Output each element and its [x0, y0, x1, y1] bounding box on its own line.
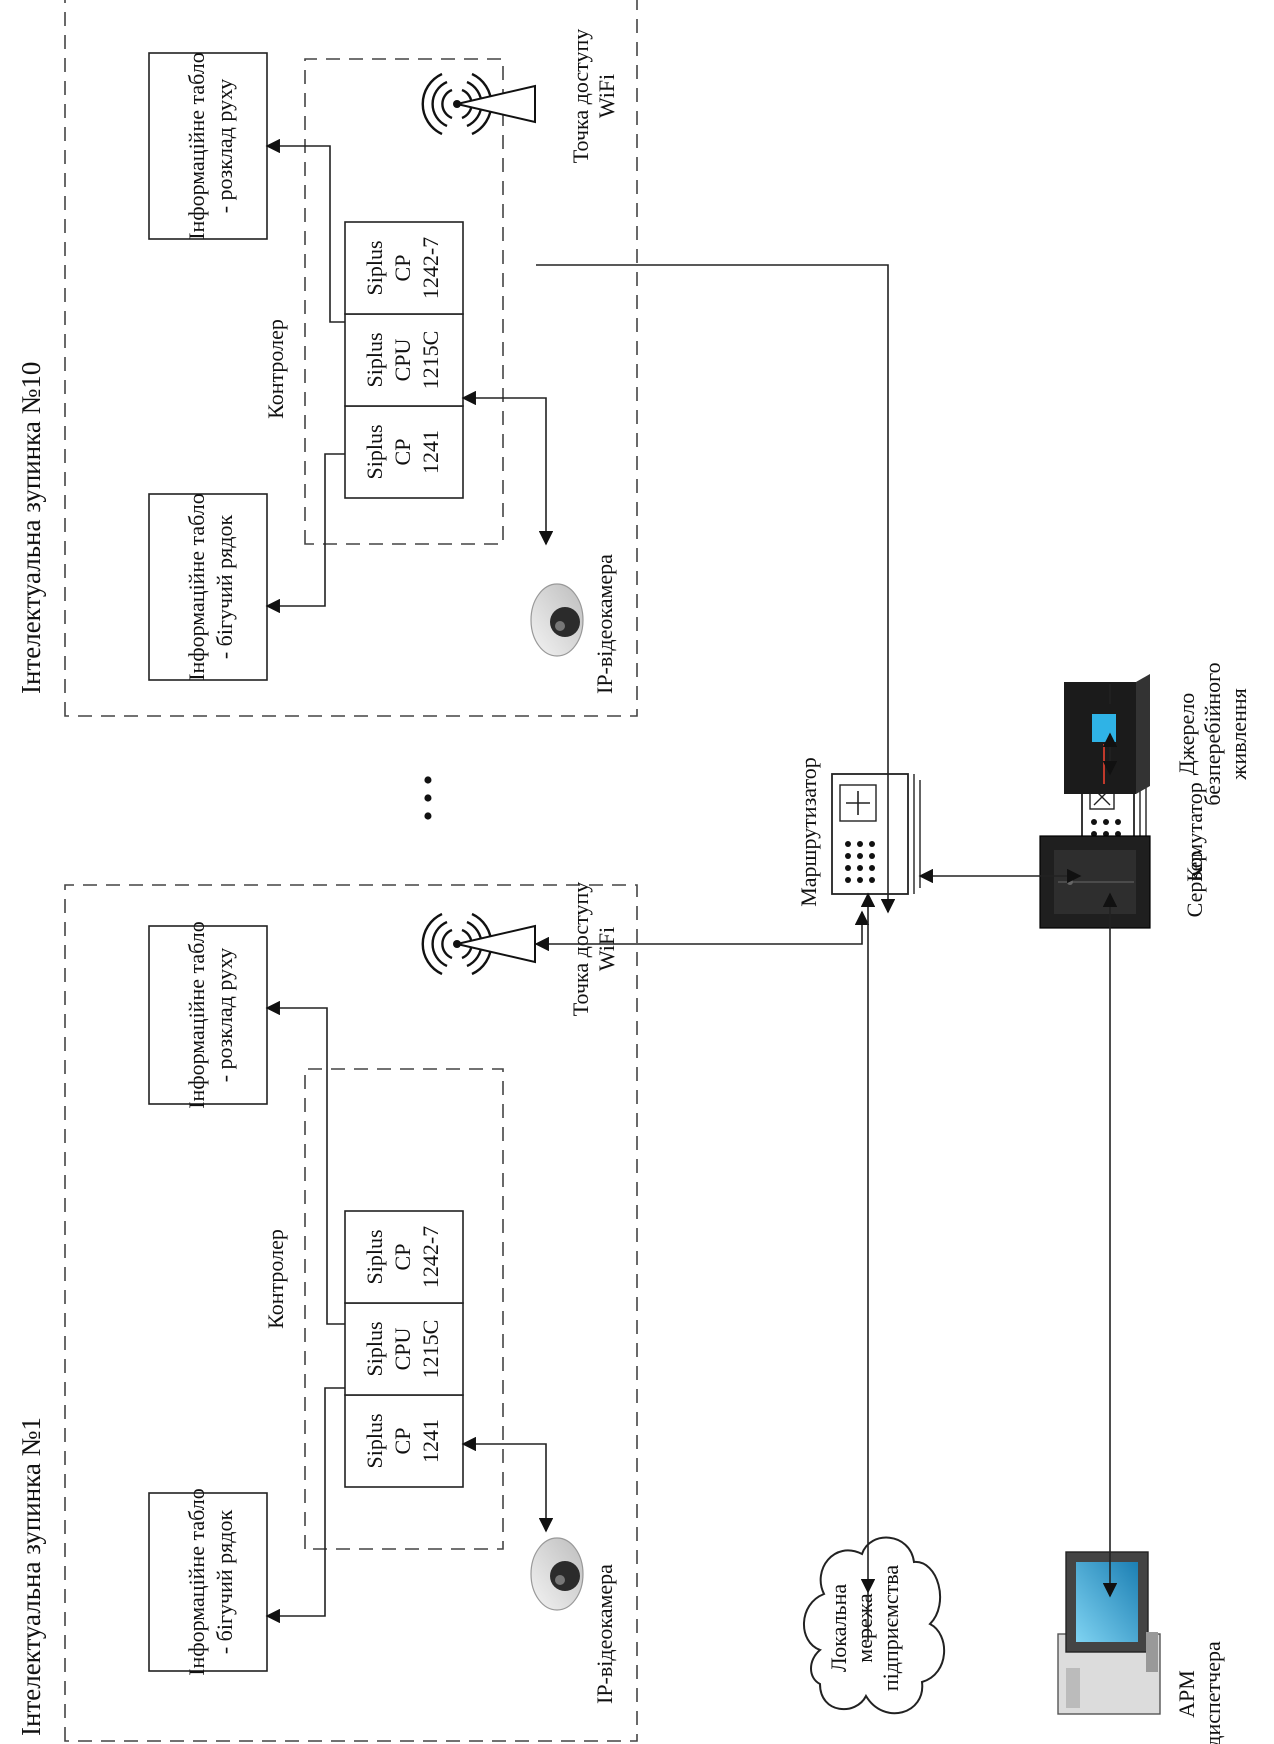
stop-10-wire-cpu-schedule [265, 138, 345, 323]
stop-1-wire-cpu-camera [461, 1436, 554, 1533]
router-icon [831, 773, 921, 895]
lan-label-3: підприємства [878, 1565, 903, 1691]
stop-10-module-cp1241: Siplus CP 1241 [344, 405, 464, 499]
svg-text:Інформаційне табло: Інформаційне табло [184, 52, 209, 240]
ups-icon [1064, 674, 1150, 794]
server-icon [1039, 835, 1151, 929]
svg-text:Siplus: Siplus [362, 1229, 387, 1284]
ups-label-2: безперебійного [1200, 662, 1225, 805]
stop-10-module-cpu1215c: Siplus CPU 1215C [344, 313, 464, 407]
stop-1: Інтелектуальна зупинка №1 Контролер Sipl… [16, 882, 638, 1742]
stop-1-camera-icon [530, 1537, 584, 1611]
stop-1-board-running-line: Інформаційне табло - бігучий рядок [148, 1488, 268, 1676]
stop-10-board-running-line: Інформаційне табло - бігучий рядок [148, 493, 268, 681]
stop-10-wire-cp1241-running [265, 453, 345, 614]
svg-text:CPU: CPU [390, 338, 415, 381]
svg-text:1242-7: 1242-7 [418, 237, 443, 299]
lan-label-2: мережа [852, 1593, 877, 1663]
svg-text:1215C: 1215C [418, 331, 443, 390]
stop-1-wire-cp1241-running [265, 1387, 345, 1624]
svg-text:CP: CP [390, 255, 415, 282]
svg-text:- бігучий рядок: - бігучий рядок [212, 1510, 237, 1655]
stop-10-boundary [64, 0, 638, 717]
svg-text:- розклад руху: - розклад руху [212, 948, 237, 1083]
stops-ellipsis: • • • [412, 775, 445, 822]
stop-10-camera-icon [530, 583, 584, 657]
stop-1-controller-group [304, 1068, 504, 1550]
stop-1-module-cpu1215c: Siplus CPU 1215C [344, 1302, 464, 1396]
stop-1-module-cp1241: Siplus CP 1241 [344, 1394, 464, 1488]
stop-10-controller-group [304, 58, 504, 545]
svg-text:1241: 1241 [418, 1419, 443, 1463]
svg-text:Siplus: Siplus [362, 1321, 387, 1376]
stop-1-wifi-label-2: WiFi [594, 927, 619, 971]
stop-1-title: Інтелектуальна зупинка №1 [16, 1417, 46, 1736]
router-label: Маршрутизатор [796, 757, 821, 907]
ups-label-3: живлення [1226, 688, 1251, 780]
svg-text:CPU: CPU [390, 1327, 415, 1370]
stop-1-board-schedule: Інформаційне табло - розклад руху [148, 921, 268, 1109]
svg-text:Інформаційне табло: Інформаційне табло [184, 1488, 209, 1676]
svg-text:Siplus: Siplus [362, 424, 387, 479]
lan-cloud-icon [803, 1536, 945, 1715]
lan-label-1: Локальна [826, 1584, 851, 1672]
arm-label-1: АРМ [1174, 1670, 1199, 1718]
stop-10-board-schedule: Інформаційне табло - розклад руху [148, 52, 268, 240]
svg-text:Інформаційне табло: Інформаційне табло [184, 921, 209, 1109]
svg-text:- бігучий рядок: - бігучий рядок [212, 515, 237, 660]
stop-1-boundary [64, 884, 638, 1742]
server-label: Сервер [1182, 851, 1207, 918]
stop-10-wire-cpu-camera [461, 390, 554, 546]
stop-10-wifi-label-1: Точка доступу [568, 29, 593, 164]
ups-label-1: Джерело [1174, 693, 1199, 775]
stop-1-controller-label: Контролер [263, 1229, 288, 1329]
stop-10-camera-label: IP-відеокамера [592, 554, 617, 694]
stop-10-wifi-label-2: WiFi [594, 74, 619, 118]
svg-text:1242-7: 1242-7 [418, 1226, 443, 1288]
workstation-icon [1057, 1551, 1161, 1715]
stop-10-wifi-icon [421, 72, 536, 136]
stop-1-wifi-icon [421, 912, 536, 976]
svg-text:Siplus: Siplus [362, 1413, 387, 1468]
stop-1-camera-label: IP-відеокамера [592, 1564, 617, 1704]
stop-10: Інтелектуальна зупинка №10 Контролер Sip… [16, 0, 638, 717]
switch-label: Комутатор [1182, 782, 1207, 881]
stop-10-title: Інтелектуальна зупинка №10 [16, 362, 46, 694]
stop-1-wifi-label-1: Точка доступу [568, 882, 593, 1017]
svg-text:CP: CP [390, 439, 415, 466]
svg-text:1215C: 1215C [418, 1320, 443, 1379]
svg-text:Siplus: Siplus [362, 240, 387, 295]
link-stop10-router [536, 264, 896, 914]
svg-text:1241: 1241 [418, 430, 443, 474]
svg-text:Інформаційне табло: Інформаційне табло [184, 493, 209, 681]
stop-10-controller-label: Контролер [263, 319, 288, 419]
arm-label-2: диспетчера [1200, 1641, 1225, 1744]
svg-text:CP: CP [390, 1428, 415, 1455]
stop-10-module-cp1242-7: Siplus CP 1242-7 [344, 221, 464, 315]
stop-1-wire-cpu-schedule [265, 1000, 345, 1325]
svg-text:Siplus: Siplus [362, 332, 387, 387]
svg-text:- розклад руху: - розклад руху [212, 79, 237, 214]
svg-text:CP: CP [390, 1244, 415, 1271]
stop-1-module-cp1242-7: Siplus CP 1242-7 [344, 1210, 464, 1304]
